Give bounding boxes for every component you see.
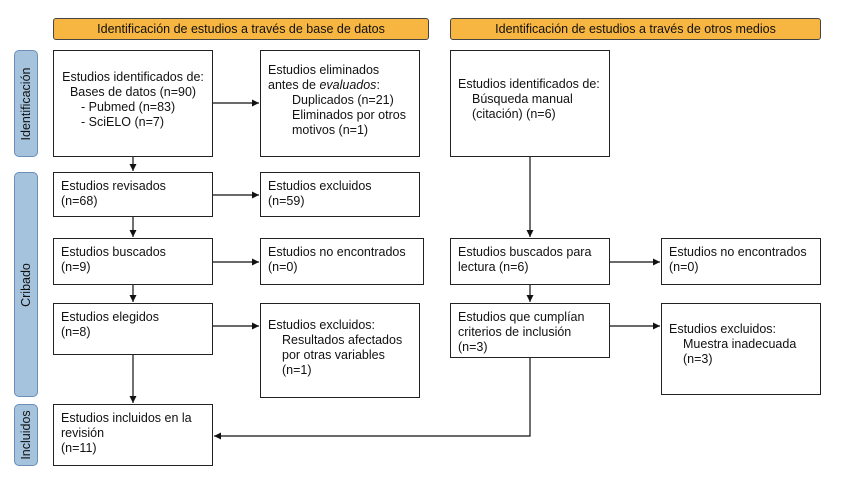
- db-reviewed-count: (n=68): [61, 194, 98, 208]
- stage-incluidos: Incluidos: [14, 404, 38, 466]
- db-identified-title: Estudios identificados de:: [62, 70, 204, 84]
- other-identified-count: (citación) (n=6): [472, 107, 556, 121]
- arrow-other-eligible-to-included: [214, 358, 531, 440]
- box-db-removed: Estudios eliminados antes de evaluados: …: [260, 50, 420, 157]
- box-db-not-found: Estudios no encontrados (n=0): [260, 238, 424, 285]
- header-database: Identificación de estudios a través de b…: [53, 18, 429, 40]
- other-identified-title: Estudios identificados de:: [458, 77, 600, 91]
- db-searched-title: Estudios buscados: [61, 245, 166, 259]
- db-excluded2-count: (n=1): [282, 363, 312, 377]
- other-searched-title: Estudios buscados para: [458, 245, 592, 259]
- db-removed-other-l1: Eliminados por otros: [292, 108, 406, 122]
- db-not-found-count: (n=0): [268, 260, 298, 274]
- other-excluded-count: (n=3): [683, 352, 713, 366]
- box-other-searched: Estudios buscados para lectura (n=6): [450, 238, 610, 285]
- db-removed-duplicates: Duplicados (n=21): [292, 93, 394, 107]
- db-included-count: (n=11): [61, 441, 97, 455]
- box-db-searched: Estudios buscados (n=9): [53, 238, 213, 285]
- db-removed-before: antes de evaluados:: [268, 78, 380, 92]
- db-identified-databases: Bases de datos (n=90): [69, 85, 197, 99]
- box-other-identified: Estudios identificados de: Búsqueda manu…: [450, 50, 610, 157]
- db-removed-other-l2: motivos (n=1): [292, 123, 369, 137]
- other-not-found-count: (n=0): [669, 260, 699, 274]
- db-not-found-title: Estudios no encontrados: [268, 245, 406, 259]
- db-included-title-l2: revisión: [61, 426, 105, 440]
- db-excluded2-reason-l2: por otras variables: [282, 348, 385, 362]
- box-db-chosen: Estudios elegidos (n=8): [53, 303, 213, 355]
- header-other-methods: Identificación de estudios a través de o…: [450, 18, 821, 40]
- other-searched-count: lectura (n=6): [458, 260, 529, 274]
- other-eligible-title-l1: Estudios que cumplían: [458, 310, 585, 324]
- db-searched-count: (n=9): [61, 260, 91, 274]
- stage-identificacion: Identificación: [14, 50, 38, 157]
- db-identified-pubmed: - Pubmed (n=83): [81, 100, 176, 114]
- db-excluded1-title: Estudios excluidos: [268, 179, 372, 193]
- box-other-not-found: Estudios no encontrados (n=0): [661, 238, 821, 285]
- box-other-eligible: Estudios que cumplían criterios de inclu…: [450, 303, 610, 358]
- db-chosen-count: (n=8): [61, 325, 91, 339]
- db-chosen-title: Estudios elegidos: [61, 310, 159, 324]
- db-included-title-l1: Estudios incluidos en la: [61, 411, 192, 425]
- db-excluded1-count: (n=59): [268, 194, 305, 208]
- other-eligible-title-l2: criterios de inclusión: [458, 325, 572, 339]
- db-reviewed-title: Estudios revisados: [61, 179, 166, 193]
- other-excluded-reason: Muestra inadecuada: [683, 337, 797, 351]
- box-db-excluded2: Estudios excluidos: Resultados afectados…: [260, 303, 420, 398]
- stage-cribado: Cribado: [14, 172, 38, 397]
- db-removed-title: Estudios eliminados: [268, 63, 380, 77]
- box-db-identified: Estudios identificados de: Bases de dato…: [53, 50, 213, 157]
- db-excluded2-title: Estudios excluidos:: [268, 318, 376, 332]
- box-other-excluded: Estudios excluidos: Muestra inadecuada (…: [661, 303, 821, 395]
- other-identified-manual: Búsqueda manual: [472, 92, 573, 106]
- other-not-found-title: Estudios no encontrados: [669, 245, 807, 259]
- box-db-included: Estudios incluidos en la revisión (n=11): [53, 404, 213, 466]
- box-db-reviewed: Estudios revisados (n=68): [53, 172, 213, 217]
- other-excluded-title: Estudios excluidos:: [669, 322, 777, 336]
- other-eligible-count: (n=3): [458, 340, 488, 354]
- box-db-excluded1: Estudios excluidos (n=59): [260, 172, 420, 217]
- db-excluded2-reason-l1: Resultados afectados: [282, 333, 403, 347]
- db-identified-scielo: - SciELO (n=7): [81, 115, 165, 129]
